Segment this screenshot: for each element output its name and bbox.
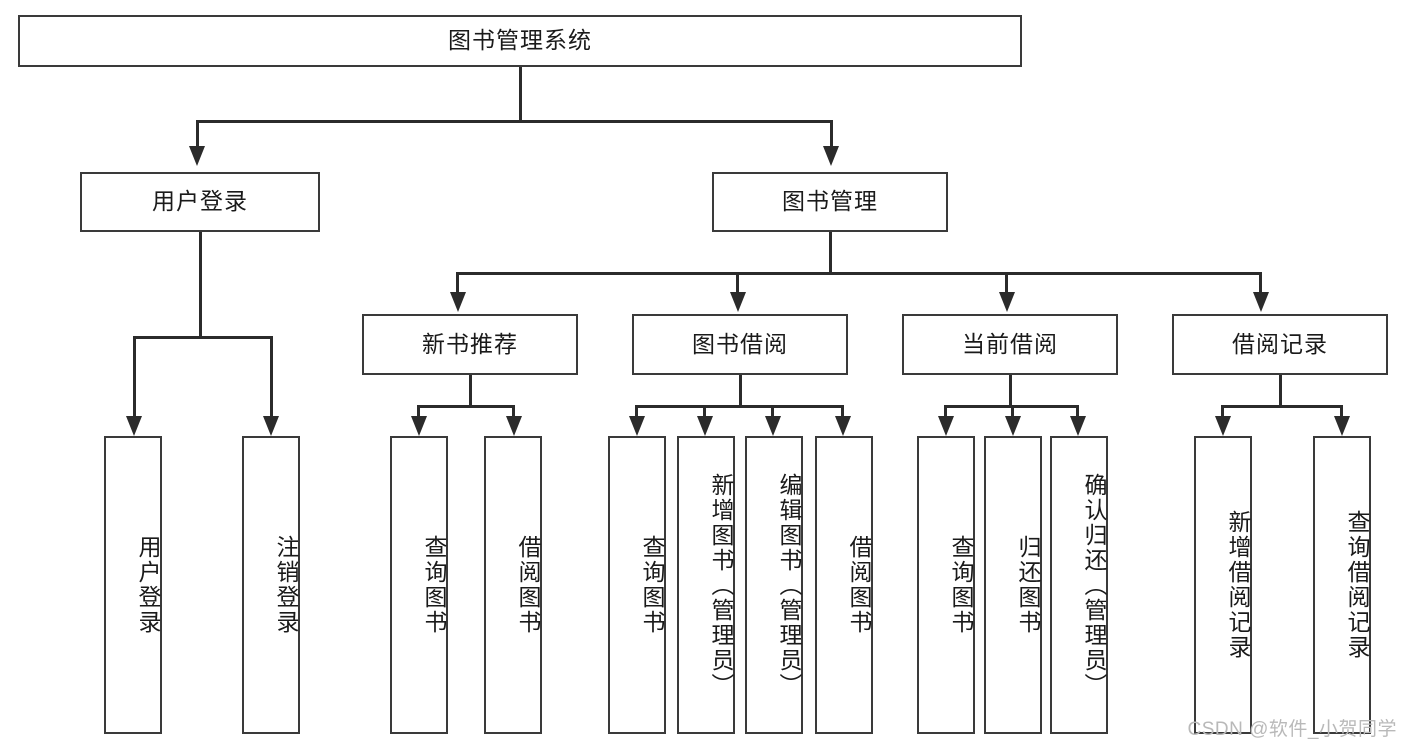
arrow-to-book-borrow: [730, 292, 746, 312]
edge-current-stem: [1009, 375, 1012, 405]
edge-root-to-login-drop: [196, 120, 199, 146]
edge-borrow-drop-4: [841, 405, 844, 416]
leaf-query-borrow-record[interactable]: 查询借阅记录: [1313, 436, 1371, 734]
edge-bookmgmt-drop-2: [736, 272, 739, 292]
edge-root-distributor: [196, 120, 832, 123]
node-label: 图书借阅: [692, 330, 788, 357]
node-label: 查询图书: [948, 535, 974, 635]
edge-login-stem: [199, 232, 202, 336]
edge-root-stem: [519, 67, 522, 120]
node-book-borrow[interactable]: 图书借阅: [632, 314, 848, 375]
edge-record-stem: [1279, 375, 1282, 405]
node-label: 确认归还（管理员）: [1081, 472, 1107, 698]
arrow-to-book-management: [823, 146, 839, 166]
node-label: 编辑图书（管理员）: [776, 472, 802, 698]
arrow-to-leaf-borrow-book-1: [506, 416, 522, 436]
node-label: 借阅图书: [846, 535, 872, 635]
edge-bookmgmt-drop-1: [456, 272, 459, 292]
node-label: 查询图书: [421, 535, 447, 635]
edge-recommend-distributor: [417, 405, 515, 408]
node-label: 用户登录: [135, 535, 161, 635]
arrow-to-borrow-record: [1253, 292, 1269, 312]
arrow-to-leaf-logout: [263, 416, 279, 436]
edge-bookmgmt-distributor: [456, 272, 1262, 275]
leaf-borrow-book-recommend[interactable]: 借阅图书: [484, 436, 542, 734]
node-label: 图书管理系统: [448, 27, 592, 54]
edge-borrow-distributor: [635, 405, 843, 408]
leaf-return-book[interactable]: 归还图书: [984, 436, 1042, 734]
arrow-to-leaf-query-record: [1334, 416, 1350, 436]
arrow-to-leaf-query-book-2: [629, 416, 645, 436]
arrow-to-leaf-add-record: [1215, 416, 1231, 436]
edge-root-to-bookmgmt-drop: [830, 120, 833, 146]
edge-record-drop-2: [1340, 405, 1343, 416]
edge-borrow-drop-3: [771, 405, 774, 416]
node-book-management[interactable]: 图书管理: [712, 172, 948, 232]
leaf-borrow-book[interactable]: 借阅图书: [815, 436, 873, 734]
node-new-book-recommend[interactable]: 新书推荐: [362, 314, 578, 375]
edge-login-distributor: [133, 336, 272, 339]
edge-record-distributor: [1221, 405, 1343, 408]
leaf-edit-book-admin[interactable]: 编辑图书（管理员）: [745, 436, 803, 734]
edge-recommend-stem: [469, 375, 472, 405]
node-label: 新增借阅记录: [1225, 510, 1251, 660]
leaf-query-book-current[interactable]: 查询图书: [917, 436, 975, 734]
edge-current-drop-1: [944, 405, 947, 416]
node-label: 当前借阅: [962, 330, 1058, 357]
arrow-to-leaf-user-login: [126, 416, 142, 436]
node-label: 新书推荐: [422, 330, 518, 357]
csdn-watermark: CSDN @软件_小贺同学: [1187, 719, 1397, 740]
arrow-to-new-book-recommend: [450, 292, 466, 312]
edge-bookmgmt-drop-3: [1005, 272, 1008, 292]
node-label: 归还图书: [1015, 535, 1041, 635]
arrow-to-leaf-query-book-3: [938, 416, 954, 436]
node-current-borrow[interactable]: 当前借阅: [902, 314, 1118, 375]
edge-bookmgmt-stem: [829, 232, 832, 272]
node-label: 用户登录: [152, 188, 248, 215]
arrow-to-current-borrow: [999, 292, 1015, 312]
leaf-add-book-admin[interactable]: 新增图书（管理员）: [677, 436, 735, 734]
node-label: 新增图书（管理员）: [708, 472, 734, 698]
arrow-to-leaf-query-book-1: [411, 416, 427, 436]
node-borrow-record[interactable]: 借阅记录: [1172, 314, 1388, 375]
leaf-query-book-borrow[interactable]: 查询图书: [608, 436, 666, 734]
edge-login-leaf1-drop: [133, 336, 136, 416]
node-root-system[interactable]: 图书管理系统: [18, 15, 1022, 67]
arrow-to-leaf-add-book: [697, 416, 713, 436]
node-label: 图书管理: [782, 188, 878, 215]
edge-borrow-stem: [739, 375, 742, 405]
node-user-login[interactable]: 用户登录: [80, 172, 320, 232]
arrow-to-user-login: [189, 146, 205, 166]
arrow-to-leaf-borrow-book-2: [835, 416, 851, 436]
arrow-to-leaf-confirm-return: [1070, 416, 1086, 436]
node-label: 查询图书: [639, 535, 665, 635]
edge-record-drop-1: [1221, 405, 1224, 416]
edge-current-drop-3: [1076, 405, 1079, 416]
leaf-logout[interactable]: 注销登录: [242, 436, 300, 734]
edge-bookmgmt-drop-4: [1259, 272, 1262, 292]
edge-borrow-drop-2: [703, 405, 706, 416]
leaf-confirm-return-admin[interactable]: 确认归还（管理员）: [1050, 436, 1108, 734]
edge-login-leaf2-drop: [270, 336, 273, 416]
edge-recommend-drop-1: [417, 405, 420, 416]
arrow-to-leaf-return-book: [1005, 416, 1021, 436]
node-label: 注销登录: [273, 535, 299, 635]
arrow-to-leaf-edit-book: [765, 416, 781, 436]
leaf-query-book-recommend[interactable]: 查询图书: [390, 436, 448, 734]
node-label: 借阅记录: [1232, 330, 1328, 357]
leaf-add-borrow-record[interactable]: 新增借阅记录: [1194, 436, 1252, 734]
node-label: 借阅图书: [515, 535, 541, 635]
edge-current-drop-2: [1011, 405, 1014, 416]
edge-recommend-drop-2: [512, 405, 515, 416]
node-label: 查询借阅记录: [1344, 510, 1370, 660]
leaf-user-login[interactable]: 用户登录: [104, 436, 162, 734]
edge-borrow-drop-1: [635, 405, 638, 416]
